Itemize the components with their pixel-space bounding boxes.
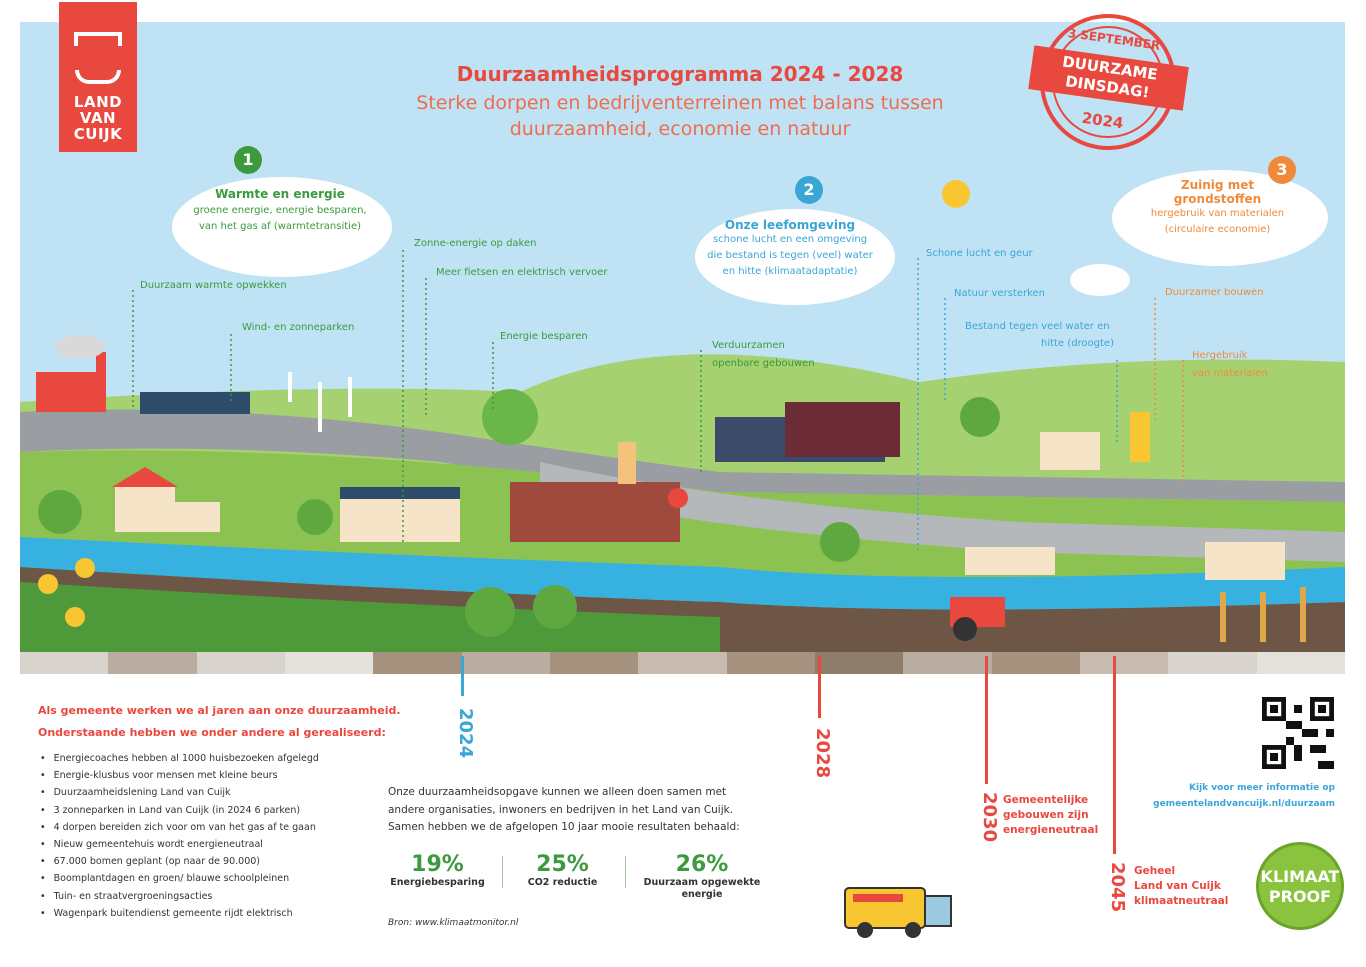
note-2030-line-2: gebouwen zijn: [1003, 809, 1089, 821]
label-schone-lucht: Schone lucht en geur: [926, 248, 1033, 259]
marker-2045-line: [1113, 656, 1116, 854]
theme-3-title1: Zuinig met: [1180, 178, 1255, 192]
label-verduurzamen-2: openbare gebouwen: [712, 358, 815, 369]
paragraph-line-3: Samen hebben we de afgelopen 10 jaar moo…: [388, 821, 740, 833]
list-item: Tuin- en straatvergroeningsacties: [40, 888, 319, 905]
theme-2-sub3: en hitte (klimaatadaptatie): [722, 266, 858, 277]
theme-2-sub2: die bestand is tegen (veel) water: [707, 250, 873, 261]
stat-label: Duurzaam opgewekte: [643, 877, 761, 888]
theme-3-text: Zuinig met grondstoffen hergebruik van m…: [1130, 178, 1305, 238]
theme-3-sub1: hergebruik van materialen: [1150, 208, 1285, 219]
label-hergebruik-2: van materialen: [1192, 368, 1268, 379]
page-title: Duurzaamheidsprogramma 2024 - 2028: [456, 62, 904, 86]
stat-co2-reductie: 25% CO2 reductie: [505, 852, 620, 889]
theme-2-badge: 2: [795, 176, 823, 204]
klimaat-line-1: KLIMAAT: [1260, 867, 1340, 886]
marker-2024-line: [461, 656, 464, 696]
source-note: Bron: www.klimaatmonitor.nl: [388, 918, 519, 928]
note-2045-line-1: Geheel: [1134, 865, 1176, 877]
stat-energiebesparing: 19% Energiebesparing: [380, 852, 495, 889]
theme-1-title: Warmte en energie: [215, 187, 345, 201]
page-subtitle: Sterke dorpen en bedrijventerreinen met …: [360, 90, 1000, 142]
list-item: 67.000 bomen geplant (op naar de 90.000): [40, 853, 319, 870]
paragraph-line-1: Onze duurzaamheidsopgave kunnen we allee…: [388, 786, 727, 798]
label-hergebruik-1: Hergebruik: [1192, 350, 1248, 361]
stat-divider: [625, 856, 626, 888]
more-info-link[interactable]: gemeentelandvancuijk.nl/duurzaam: [1153, 799, 1335, 809]
logo-text: LAND VAN CUIJK: [73, 93, 123, 143]
stat-value: 26%: [675, 852, 729, 877]
theme-2-text: Onze leefomgeving schone lucht en een om…: [690, 218, 890, 280]
landscape-svg: [20, 22, 1345, 672]
list-item: Nieuw gemeentehuis wordt energieneutraal: [40, 836, 319, 853]
label-bestand-1: Bestand tegen veel water en: [965, 321, 1110, 332]
qr-code-icon[interactable]: [1262, 697, 1334, 769]
timeline-strip: [20, 652, 1345, 674]
klimaat-line-2: PROOF: [1268, 887, 1332, 906]
results-paragraph: Onze duurzaamheidsopgave kunnen we allee…: [388, 784, 788, 837]
theme-1-sub1: groene energie, energie besparen,: [193, 205, 367, 216]
theme-3-sub2: (circulaire economie): [1164, 224, 1271, 235]
stat-label-2: energie: [681, 889, 723, 900]
note-2030-line-1: Gemeentelijke: [1003, 794, 1089, 806]
list-item: Duurzaamheidslening Land van Cuijk: [40, 784, 319, 801]
list-item: Energie-klusbus voor mensen met kleine b…: [40, 767, 319, 784]
more-info[interactable]: Kijk voor meer informatie op gemeentelan…: [1150, 780, 1335, 812]
landscape-illustration: 1 Warmte en energie groene energie, ener…: [20, 22, 1345, 672]
subtitle-line-2: duurzaamheid, economie en natuur: [509, 118, 851, 140]
list-item: 4 dorpen bereiden zich voor om van het g…: [40, 819, 319, 836]
intro-line-2: Onderstaande hebben we onder andere al g…: [38, 726, 386, 739]
subtitle-line-1: Sterke dorpen en bedrijventerreinen met …: [416, 92, 944, 114]
klimaat-proof-badge: KLIMAAT PROOF: [1256, 842, 1344, 930]
more-info-line-1: Kijk voor meer informatie op: [1189, 783, 1335, 793]
street-sweeper-icon: [844, 887, 952, 938]
note-2030-line-3: energieneutraal: [1003, 824, 1099, 836]
label-wind-zon: Wind- en zonneparken: [242, 322, 355, 333]
note-2045-line-3: klimaatneutraal: [1134, 895, 1229, 907]
theme-1-sub2: van het gas af (warmtetransitie): [198, 221, 362, 232]
label-natuur: Natuur versterken: [954, 288, 1045, 299]
list-item: Wagenpark buitendienst gemeente rijdt el…: [40, 905, 319, 922]
theme-3-title2: grondstoffen: [1173, 192, 1262, 206]
year-2028: 2028: [812, 728, 833, 779]
theme-1-text: Warmte en energie groene energie, energi…: [180, 187, 380, 235]
label-duurzaam-warmte: Duurzaam warmte opwekken: [140, 280, 287, 291]
label-duurzamer-bouwen: Duurzamer bouwen: [1165, 287, 1264, 298]
stat-duurzaam-opgewekt: 26% Duurzaam opgewekte energie: [632, 852, 772, 901]
list-item: Boomplantdagen en groen/ blauwe schoolpl…: [40, 870, 319, 887]
note-2045: Geheel Land van Cuijk klimaatneutraal: [1134, 864, 1228, 909]
logo-cup-icon: [75, 70, 121, 84]
logo-bracket-icon: [74, 32, 122, 46]
marker-2028-line: [818, 656, 821, 718]
marker-2030-line: [985, 656, 988, 784]
note-2045-line-2: Land van Cuijk: [1134, 880, 1221, 892]
paragraph-line-2: andere organisaties, inwoners en bedrijv…: [388, 803, 734, 816]
note-2030: Gemeentelijke gebouwen zijn energieneutr…: [1003, 793, 1098, 838]
stat-label: Energiebesparing: [390, 877, 485, 888]
theme-2-title: Onze leefomgeving: [724, 218, 856, 232]
list-item: 3 zonneparken in Land van Cuijk (in 2024…: [40, 802, 319, 819]
stat-divider: [502, 856, 503, 888]
year-2030: 2030: [979, 792, 1000, 843]
stat-label: CO2 reductie: [527, 877, 598, 888]
theme-3-badge: 3: [1268, 156, 1296, 184]
intro-line-1: Als gemeente werken we al jaren aan onze…: [38, 704, 401, 717]
achievements-list: Energiecoaches hebben al 1000 huisbezoek…: [40, 750, 319, 922]
label-zonne-daken: Zonne-energie op daken: [414, 238, 537, 249]
year-2045: 2045: [1107, 862, 1128, 913]
list-item: Energiecoaches hebben al 1000 huisbezoek…: [40, 750, 319, 767]
land-van-cuijk-logo: LAND VAN CUIJK: [59, 2, 137, 152]
label-fietsen: Meer fietsen en elektrisch vervoer: [436, 267, 608, 278]
stat-value: 25%: [536, 852, 589, 877]
achievements-intro: Als gemeente werken we al jaren aan onze…: [38, 700, 401, 744]
stat-value: 19%: [411, 852, 464, 877]
label-energie-besparen: Energie besparen: [500, 331, 588, 342]
theme-1-badge: 1: [234, 146, 262, 174]
theme-2-sub1: schone lucht en een omgeving: [712, 234, 868, 245]
label-verduurzamen-1: Verduurzamen: [712, 340, 785, 351]
label-bestand-2: hitte (droogte): [1041, 338, 1114, 349]
year-2024: 2024: [455, 708, 476, 759]
